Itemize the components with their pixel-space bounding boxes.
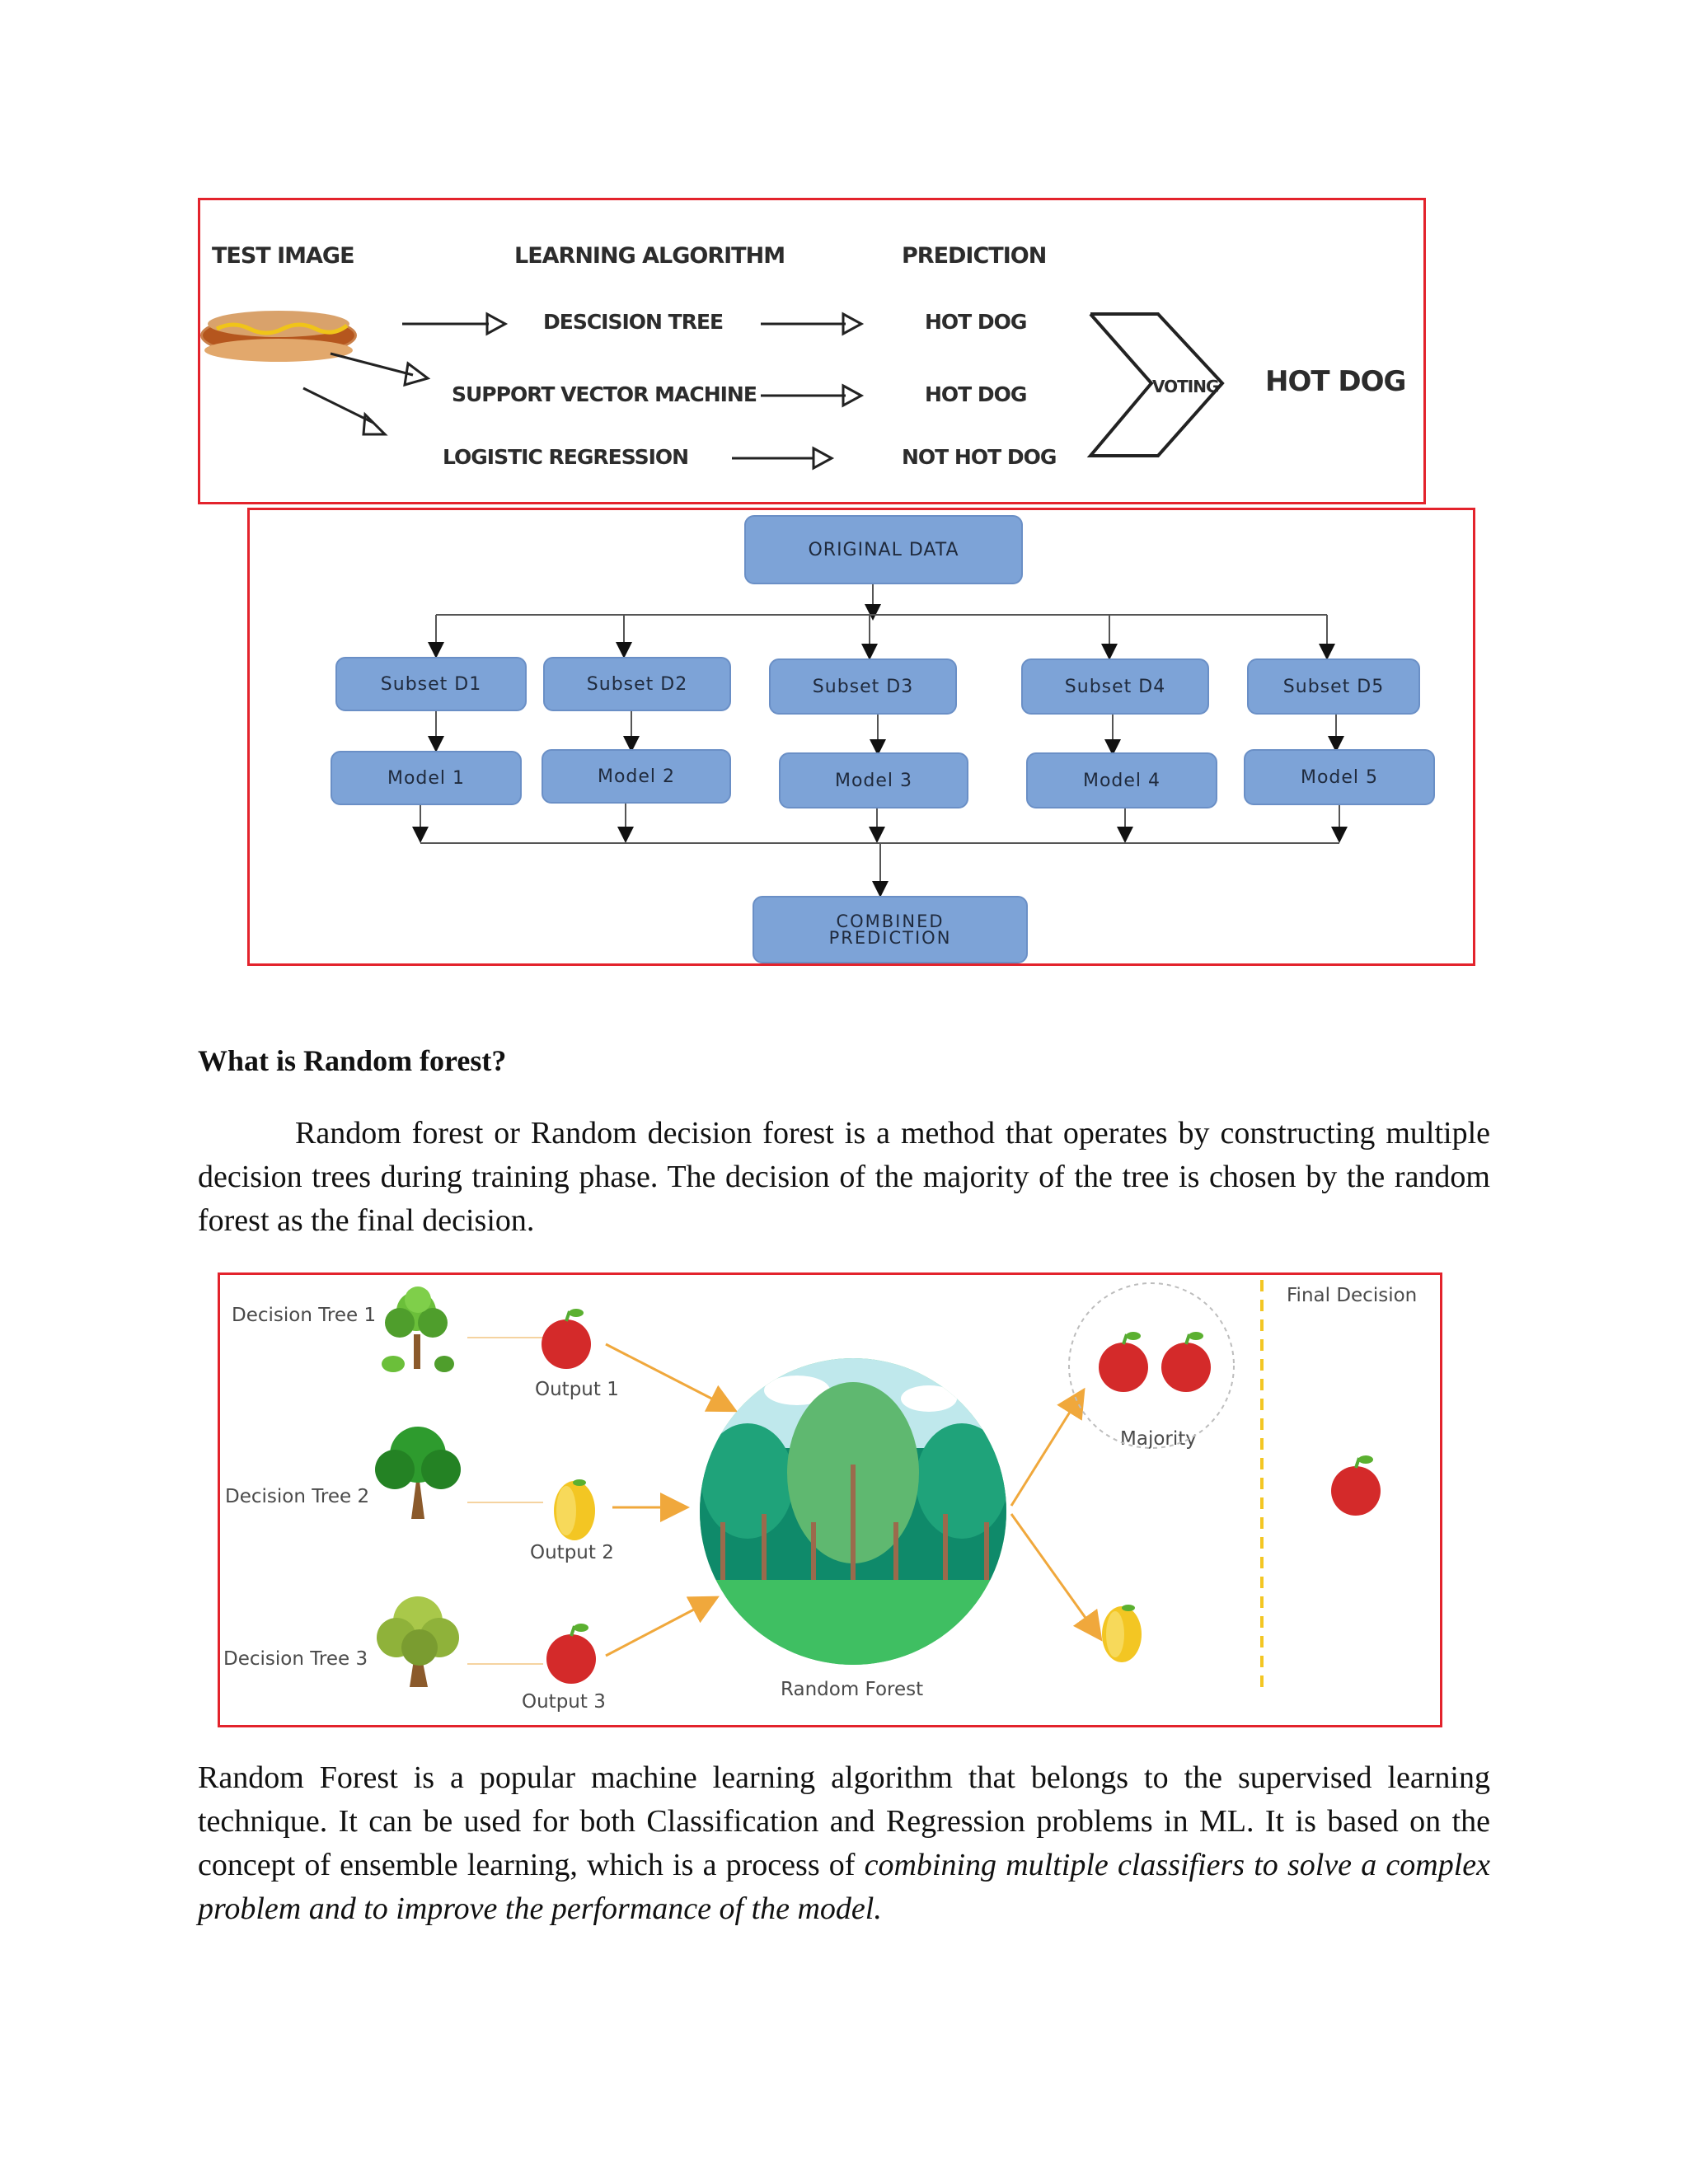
original-data-box: ORIGINAL DATA [744,515,1023,584]
section-heading: What is Random forest? [198,1044,507,1077]
subset-d2-box: Subset D2 [543,657,731,711]
tree-3-icon [377,1596,459,1687]
model-5-box: Model 5 [1244,749,1435,805]
final-decision-apple-icon [1331,1455,1381,1516]
random-forest-icon [700,1358,1006,1665]
decision-tree-3-label: Decision Tree 3 [223,1648,368,1670]
prediction-1: HOT DOG [925,310,1027,334]
test-image-header: TEST IMAGE [212,243,355,269]
prediction-header: PREDICTION [902,243,1047,269]
voting-diagram-lines [200,311,1225,471]
random-forest-figure: Decision Tree 1 Decision Tree 2 Decision… [218,1272,1442,1727]
subset-d3-box: Subset D3 [769,658,957,715]
model-1-box: Model 1 [331,751,522,805]
voting-ensemble-figure: TEST IMAGE LEARNING ALGORITHM PREDICTION… [198,198,1426,504]
majority-apple-2-icon [1161,1332,1211,1392]
bagging-connectors [412,584,1348,898]
majority-label: Majority [1120,1428,1197,1450]
bagging-figure: ORIGINAL DATA Subset D1 Subset D2 Subset… [247,508,1475,966]
hot-dog-icon [200,311,357,362]
subset-d1-box: Subset D1 [335,657,527,711]
combined-line-1: COMBINED [836,912,945,931]
minority-mango-icon [1102,1605,1142,1662]
combined-prediction-box: COMBINED PREDICTION [753,896,1028,963]
algorithm-logistic-regression: LOGISTIC REGRESSION [443,445,689,469]
voting-label: VOTING [1152,377,1219,396]
algorithm-decision-tree: DESCISION TREE [543,310,724,334]
model-3-box: Model 3 [779,752,968,808]
subset-d4-box: Subset D4 [1021,658,1209,715]
output-3-apple-icon [546,1624,596,1684]
final-prediction: HOT DOG [1265,365,1406,398]
majority-group [1068,1282,1235,1449]
output-2-mango-icon [554,1479,595,1540]
decision-tree-2-label: Decision Tree 2 [225,1486,370,1507]
paragraph-italic-text: combining multiple classifiers to solve … [198,1848,1491,1926]
prediction-3: NOT HOT DOG [902,445,1057,469]
intro-paragraph: Random forest or Random decision forest … [198,1112,1490,1243]
prediction-2: HOT DOG [925,382,1027,406]
model-4-box: Model 4 [1026,752,1217,808]
decision-tree-1-label: Decision Tree 1 [232,1305,377,1326]
output-2-label: Output 2 [530,1542,614,1563]
combined-line-2: PREDICTION [828,928,952,948]
output-3-label: Output 3 [522,1691,606,1713]
random-forest-label: Random Forest [781,1679,924,1700]
output-1-apple-icon [542,1309,591,1369]
learning-algorithm-header: LEARNING ALGORITHM [514,243,785,269]
subset-d5-box: Subset D5 [1247,658,1420,715]
tree-2-icon [375,1427,461,1519]
paragraph-plain-text: Random Forest is a popular machine learn… [198,1760,1490,1882]
majority-apple-1-icon [1099,1332,1148,1392]
final-decision-label: Final Decision [1287,1285,1418,1306]
output-1-label: Output 1 [535,1379,619,1400]
random-forest-illustration [375,1280,1381,1687]
random-forest-paragraph: Random Forest is a popular machine learn… [198,1756,1490,1931]
algorithm-svm: SUPPORT VECTOR MACHINE [452,382,757,406]
intro-text: Random forest or Random decision forest … [198,1116,1490,1238]
model-2-box: Model 2 [542,749,731,804]
tree-1-icon [382,1286,454,1372]
